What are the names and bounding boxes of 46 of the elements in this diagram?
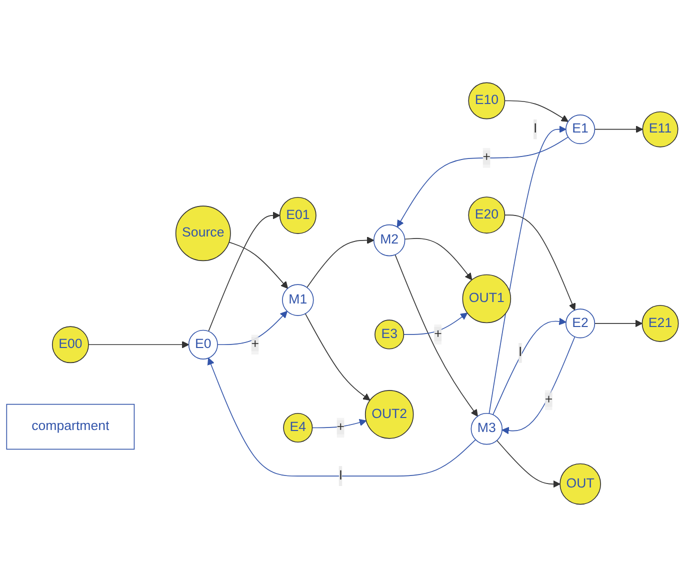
arrow	[502, 336, 576, 434]
edge-label: I	[533, 122, 538, 136]
arrow	[496, 440, 560, 488]
node-circle: E4	[283, 412, 313, 443]
edge-label: I	[518, 345, 522, 360]
arrow	[207, 358, 476, 476]
edge-label: +	[251, 337, 260, 352]
edge-label: +	[336, 420, 345, 434]
edge-label: +	[434, 326, 442, 342]
edge-label: I	[338, 468, 343, 483]
arrow	[504, 214, 576, 310]
edge-label: +	[544, 392, 553, 407]
node-circle: E00	[52, 326, 89, 364]
arrow	[492, 318, 566, 416]
node-circle: OUT2	[364, 390, 414, 439]
node-circle: M1	[282, 284, 314, 316]
node-circle: E1	[566, 114, 596, 144]
arrow	[208, 212, 280, 332]
arrow	[488, 126, 566, 414]
node-circle: M2	[373, 224, 406, 256]
node-circle: E10	[468, 82, 506, 120]
node-circle: Source	[175, 206, 231, 262]
node-box: compartment	[6, 404, 135, 450]
arrow	[304, 313, 370, 401]
node-circle: OUT	[560, 463, 602, 505]
arrow	[403, 312, 468, 335]
node-circle: E01	[279, 196, 316, 234]
arrow	[594, 320, 643, 328]
arrow	[88, 340, 190, 348]
arrow	[396, 136, 569, 228]
arrow	[394, 254, 478, 417]
node-circle: E0	[188, 330, 218, 360]
node-circle: E11	[642, 111, 678, 148]
node-circle: E20	[468, 196, 506, 234]
arrow	[594, 126, 644, 133]
arrow	[504, 100, 568, 122]
arrow	[306, 236, 374, 288]
edge-label: +	[482, 150, 491, 165]
node-circle: E2	[566, 308, 596, 338]
node-circle: E21	[642, 304, 679, 342]
node-circle: OUT1	[462, 274, 512, 324]
node-circle: M3	[470, 412, 503, 445]
arrow	[217, 310, 288, 346]
node-circle: E3	[374, 320, 404, 350]
arrow	[404, 238, 472, 280]
arrow	[228, 242, 288, 289]
